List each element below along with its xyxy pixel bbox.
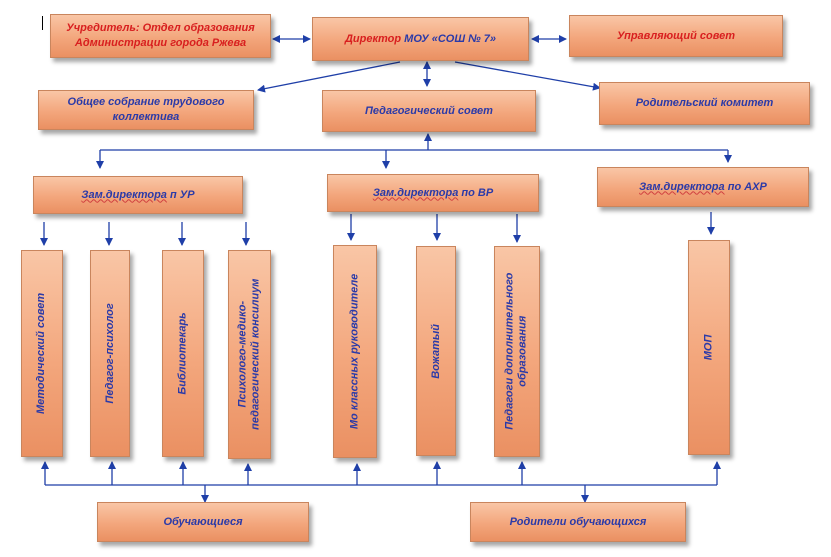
- methodical-council-label: Методический совет: [35, 292, 48, 415]
- deputy-ahr-box: Зам.директора по АХР: [597, 167, 809, 207]
- deputy-vr-title: Зам.директора: [372, 186, 459, 199]
- additional-education-line2: образования: [517, 316, 529, 388]
- librarian-label: Библиотекарь: [176, 312, 189, 395]
- deputy-ur-title: Зам.директора: [81, 188, 167, 201]
- founder-line2: Администрации города Ржева: [74, 37, 247, 49]
- deputy-vr-rest: по ВР: [461, 186, 494, 199]
- methodical-council-box: Методический совет: [21, 250, 63, 457]
- class-teachers-box: Мо классных руководителе: [333, 245, 377, 458]
- parents-committee-box: Родительский комитет: [599, 82, 810, 125]
- pmp-council-line2: педагогический консилиум: [249, 278, 262, 431]
- psychologist-label: Педагог-психолог: [103, 303, 116, 404]
- librarian-box: Библиотекарь: [162, 250, 204, 457]
- class-teachers-label: Мо классных руководителе: [348, 273, 361, 430]
- deputy-ahr-title: Зам.директора: [639, 180, 725, 193]
- parents-committee-label: Родительский комитет: [635, 97, 774, 110]
- founder-box: Учредитель: Отдел образования Администра…: [50, 14, 271, 58]
- general-meeting-box: Общее собрание трудового коллектива: [38, 90, 254, 130]
- director-box: Директор МОУ «СОШ № 7»: [312, 17, 529, 61]
- governing-council-box: Управляющий совет: [569, 15, 783, 57]
- general-meeting-line1: Общее собрание трудового: [67, 96, 225, 109]
- governing-council-label: Управляющий совет: [616, 29, 736, 42]
- parents-label: Родители обучающихся: [509, 515, 647, 528]
- students-label: Обучающиеся: [163, 515, 243, 528]
- founder-prefix: Учредитель:: [66, 22, 140, 35]
- text-cursor: [42, 16, 43, 30]
- parents-box: Родители обучающихся: [470, 502, 686, 542]
- pmp-council-box: Психолого-медико- педагогический консили…: [228, 250, 271, 459]
- deputy-ur-rest: п УР: [170, 188, 195, 201]
- pmp-council-line1: Психолого-медико-: [236, 301, 249, 408]
- counselor-box: Вожатый: [416, 246, 456, 456]
- mop-label: МОП: [702, 334, 715, 361]
- director-rest: МОУ «СОШ № 7»: [404, 32, 497, 45]
- deputy-vr-box: Зам.директора по ВР: [327, 174, 539, 212]
- students-box: Обучающиеся: [97, 502, 309, 542]
- psychologist-box: Педагог-психолог: [90, 250, 130, 457]
- deputy-ahr-rest: по АХР: [727, 180, 767, 193]
- additional-education-line1: Педагоги дополнительного: [503, 272, 516, 431]
- deputy-ur-box: Зам.директора п УР: [33, 176, 243, 214]
- pedagogical-council-box: Педагогический совет: [322, 90, 536, 132]
- general-meeting-line2: коллектива: [112, 111, 180, 123]
- pedagogical-council-label: Педагогический совет: [365, 104, 493, 117]
- founder-line1: Отдел образования: [142, 22, 255, 35]
- counselor-label: Вожатый: [429, 323, 442, 379]
- mop-box: МОП: [688, 240, 730, 455]
- additional-education-box: Педагоги дополнительного образования: [494, 246, 540, 457]
- director-prefix: Директор: [344, 32, 402, 45]
